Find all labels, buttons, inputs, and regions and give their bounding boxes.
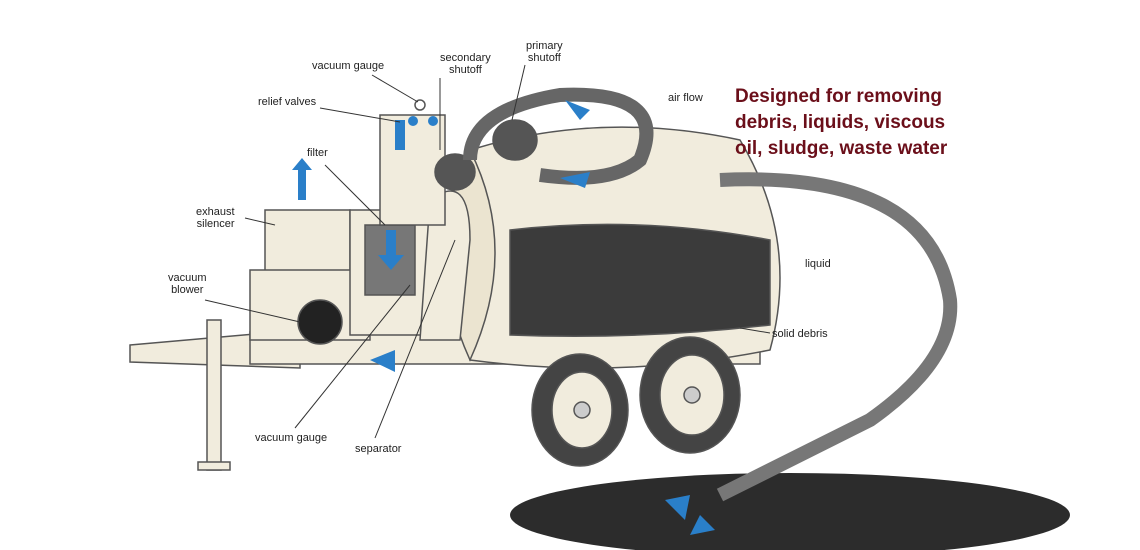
headline: Designed for removing debris, liquids, v… — [735, 86, 948, 159]
label-liquid: liquid — [805, 258, 831, 270]
label-vacuum-gauge-bottom: vacuum gauge — [255, 432, 328, 444]
tank — [444, 126, 781, 369]
label-vacuum-blower: vacuum blower — [168, 272, 207, 296]
liquid-level — [509, 223, 771, 337]
label-air-flow: air flow — [668, 92, 703, 104]
label-vacuum-gauge-top: vacuum gauge — [312, 60, 385, 72]
suction-hose — [716, 172, 958, 502]
vacuum-hose-top — [463, 87, 654, 185]
airflow-arrows — [292, 100, 715, 535]
label-primary-shutoff: primary shutoff — [526, 40, 563, 64]
label-solid-debris: solid debris — [772, 328, 828, 340]
label-secondary-shutoff: secondary shutoff — [440, 52, 491, 76]
wheels — [531, 336, 741, 467]
leader-lines — [204, 64, 771, 439]
sludge-puddle — [510, 473, 1070, 550]
label-exhaust-silencer: exhaust silencer — [196, 206, 235, 230]
label-filter: filter — [307, 147, 328, 159]
label-relief-valves: relief valves — [258, 96, 317, 108]
label-separator: separator — [355, 443, 402, 455]
